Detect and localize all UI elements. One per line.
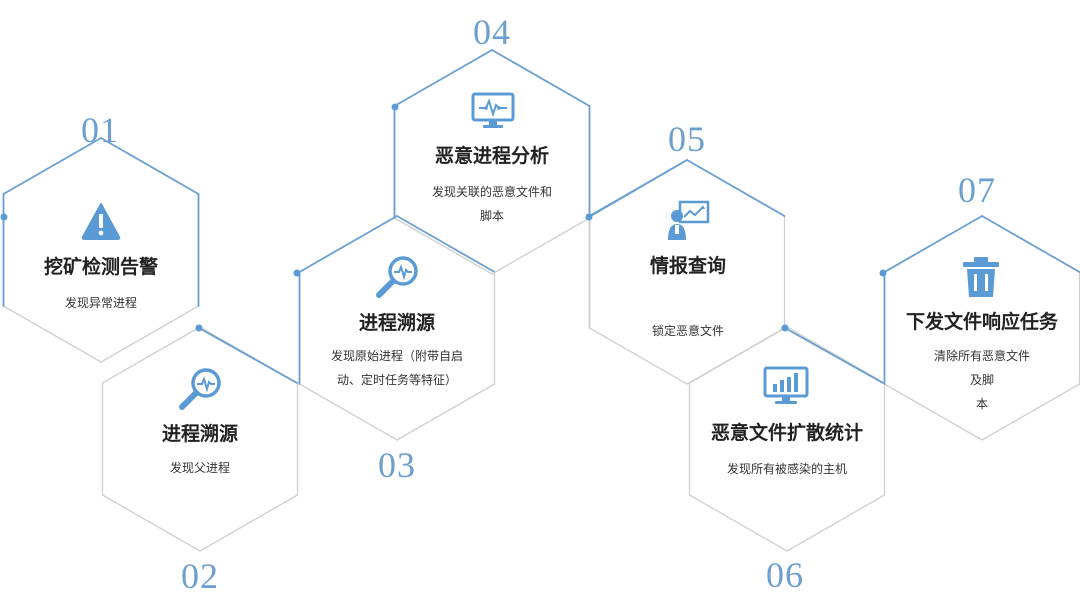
step-desc-line: 锁定恶意文件 [651, 324, 725, 338]
step-number-02: 02 [181, 556, 219, 596]
warning-icon [81, 203, 121, 240]
step-title-03: 进程溯源 [358, 312, 436, 334]
step-number-07: 07 [958, 170, 996, 210]
magnifier-pulse-icon [376, 256, 418, 298]
step-title-04: 恶意进程分析 [434, 145, 550, 167]
step-number-05: 05 [668, 119, 706, 159]
step-desc-line: 发现所有被感染的主机 [726, 462, 848, 476]
step-desc-01: 发现异常进程 [65, 291, 137, 315]
step-desc-line: 清除所有恶意文件及脚 [933, 349, 1030, 387]
step-desc-02: 发现父进程 [170, 456, 230, 480]
step-desc-04: 发现关联的恶意文件和 脚本 [432, 180, 552, 228]
step-desc-03: 发现原始进程（附带自启 动、定时任务等特征） [331, 344, 463, 392]
step-title-05: 情报查询 [649, 255, 727, 277]
step-title-02: 进程溯源 [161, 423, 239, 445]
step-desc-05: 锁定恶意文件 [652, 319, 724, 343]
step-desc-line: 本 [975, 397, 988, 411]
step-number-06: 06 [766, 555, 804, 595]
step-desc-07: 清除所有恶意文件及脚 本 [933, 344, 1031, 416]
step-desc-line: 发现父进程 [169, 461, 231, 475]
step-number-01: 01 [81, 110, 119, 150]
magnifier-pulse-icon [179, 368, 221, 410]
step-number-03: 03 [378, 445, 416, 485]
step-title-01: 挖矿检测告警 [43, 256, 159, 278]
step-desc-line: 动、定时任务等特征） [336, 373, 458, 387]
monitor-pulse-icon [471, 92, 515, 128]
trash-icon [963, 257, 999, 297]
step-title-07: 下发文件响应任务 [905, 311, 1059, 333]
monitor-bars-icon [763, 366, 809, 404]
step-desc-line: 发现异常进程 [64, 296, 138, 310]
step-desc-line: 脚本 [479, 209, 505, 223]
presenter-chart-icon [668, 200, 710, 240]
step-number-04: 04 [473, 12, 511, 52]
step-desc-line: 发现关联的恶意文件和 [431, 185, 553, 199]
step-desc-06: 发现所有被感染的主机 [727, 457, 847, 481]
step-title-06: 恶意文件扩散统计 [710, 422, 864, 444]
step-desc-line: 发现原始进程（附带自启 [330, 349, 464, 363]
